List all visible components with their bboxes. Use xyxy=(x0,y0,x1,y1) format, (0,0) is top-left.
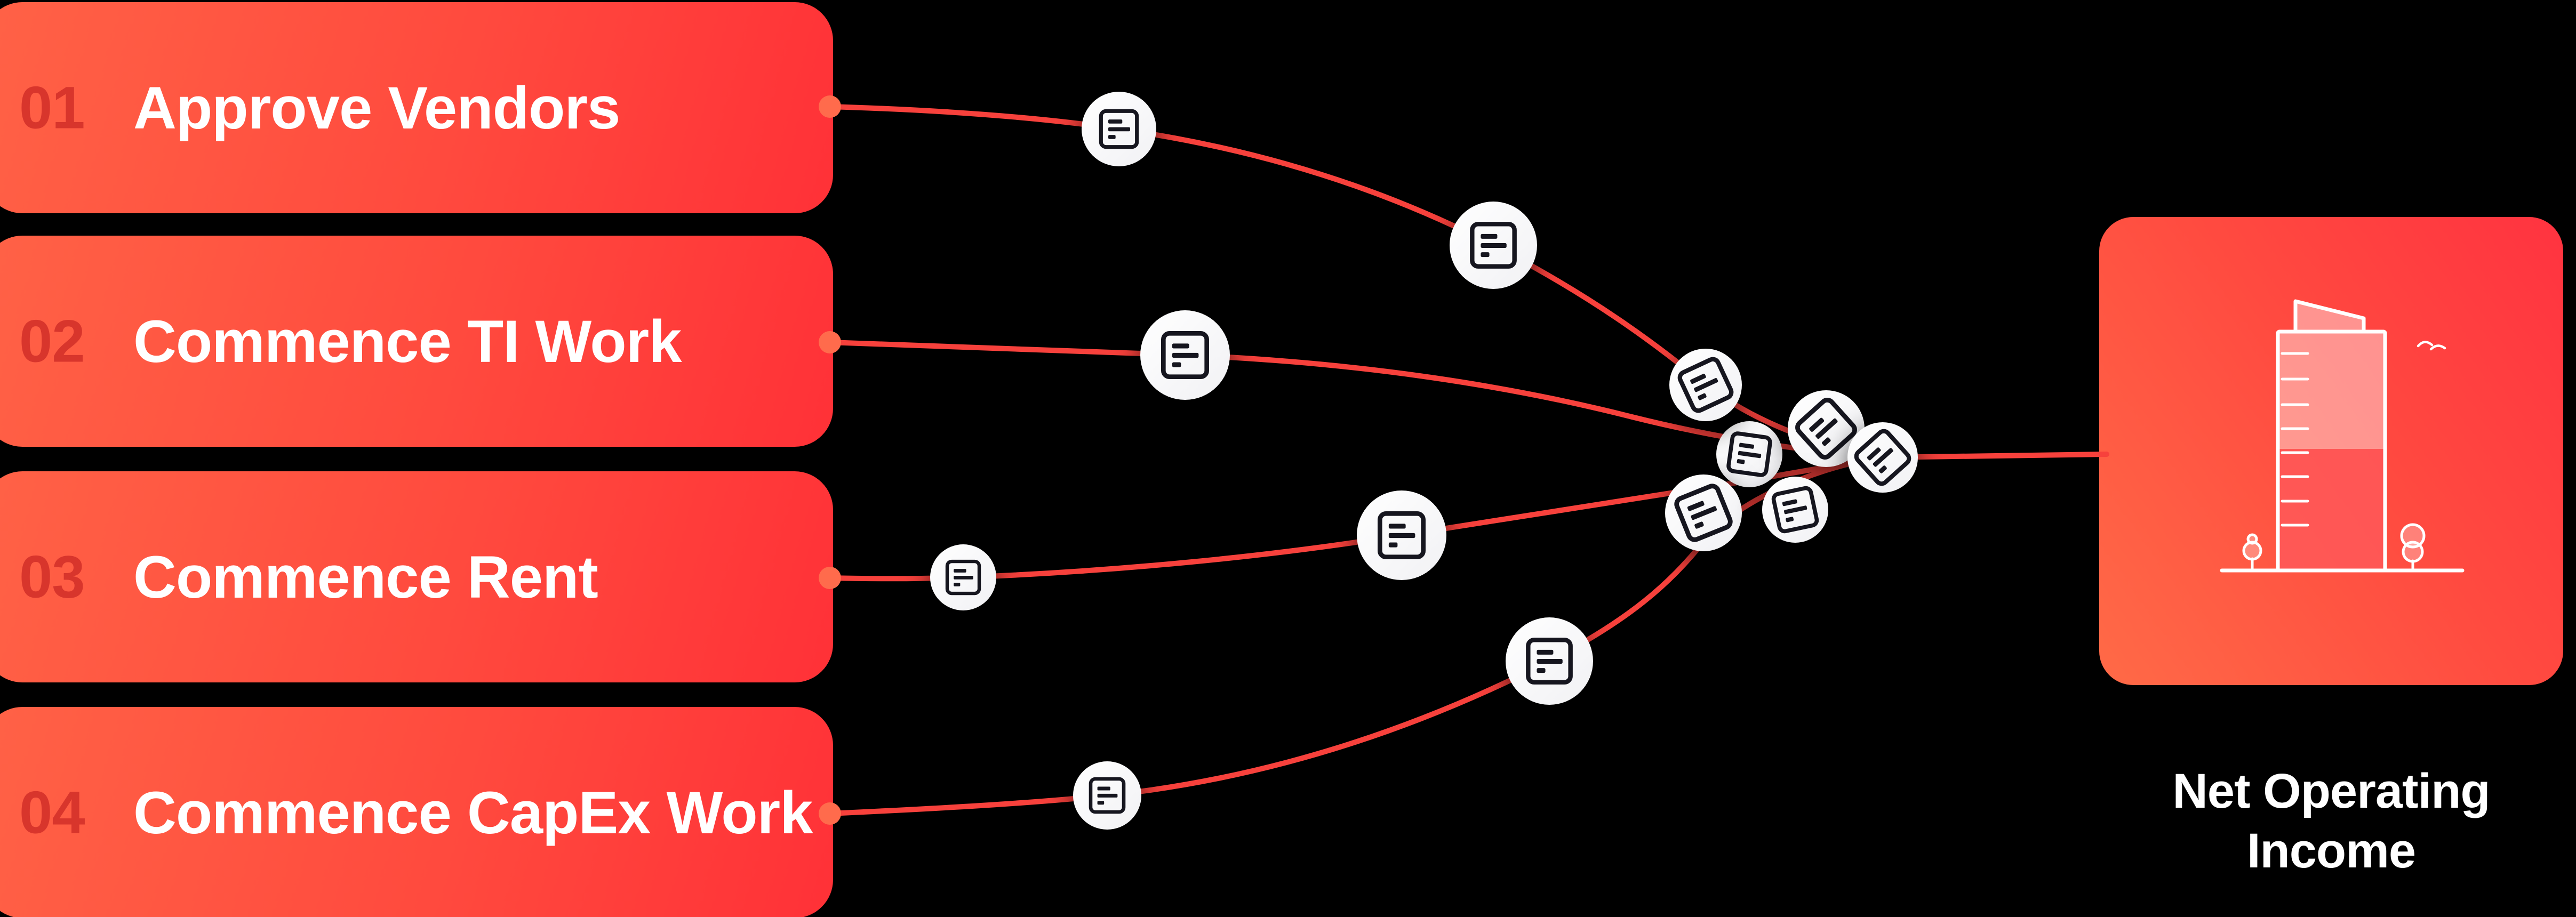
document-badge xyxy=(1073,761,1141,830)
document-icon xyxy=(1101,111,1137,147)
document-badge xyxy=(1669,349,1742,421)
result-label: Net Operating Income xyxy=(2172,764,2490,879)
document-badge xyxy=(1506,617,1593,705)
connector-line-merged xyxy=(1880,452,2109,460)
building-roof xyxy=(2293,299,2366,334)
document-icon xyxy=(1163,333,1206,376)
step-number: 03 xyxy=(19,543,85,610)
document-icon xyxy=(1380,513,1423,557)
step-label: Approve Vendors xyxy=(133,74,620,141)
floor-ticks xyxy=(2281,352,2309,527)
step-label: Commence TI Work xyxy=(133,308,682,375)
step-label: Commence Rent xyxy=(133,543,598,610)
document-badge xyxy=(1847,422,1918,493)
document-icon xyxy=(1528,640,1570,682)
step-card-approve-vendors: 01 Approve Vendors xyxy=(0,2,833,213)
document-badge xyxy=(1140,310,1230,400)
step-card-commence-capex-work: 04 Commence CapEx Work xyxy=(0,707,833,917)
document-icon xyxy=(1728,433,1771,476)
document-icon xyxy=(1854,429,1911,486)
document-badge xyxy=(1450,202,1537,289)
connector-line-2 xyxy=(827,340,1885,460)
step-card-commence-ti-work: 02 Commence TI Work xyxy=(0,236,833,447)
connector-line-3 xyxy=(827,455,1885,582)
building-outline xyxy=(2276,329,2387,573)
step-number: 04 xyxy=(19,779,85,846)
document-badge xyxy=(1665,474,1742,551)
step-number: 01 xyxy=(19,74,85,141)
document-icon xyxy=(1675,484,1732,542)
document-icon xyxy=(947,561,979,593)
document-icon xyxy=(1472,224,1514,266)
building-icon xyxy=(2220,299,2465,573)
connector-line-4 xyxy=(827,455,1885,816)
document-badge xyxy=(1762,477,1828,543)
tree-icon xyxy=(2242,533,2262,572)
document-badge xyxy=(1788,390,1865,467)
document-badge xyxy=(1357,490,1446,580)
document-badge xyxy=(1716,421,1782,487)
connector-line-1 xyxy=(827,104,1885,460)
document-icon xyxy=(1773,487,1818,533)
bird-icon xyxy=(2417,341,2446,351)
document-icon xyxy=(1091,779,1124,812)
building-top-fill xyxy=(2278,332,2385,449)
document-badge xyxy=(1082,92,1156,166)
step-card-commence-rent: 03 Commence Rent xyxy=(0,471,833,682)
result-card-net-operating-income xyxy=(2099,217,2563,685)
document-icon xyxy=(1678,357,1733,413)
tree-icon xyxy=(2400,523,2426,572)
document-icon xyxy=(1795,398,1858,460)
step-label: Commence CapEx Work xyxy=(133,779,813,846)
step-number: 02 xyxy=(19,308,85,375)
document-badge xyxy=(930,544,996,610)
building-bottom-fill xyxy=(2278,449,2385,570)
